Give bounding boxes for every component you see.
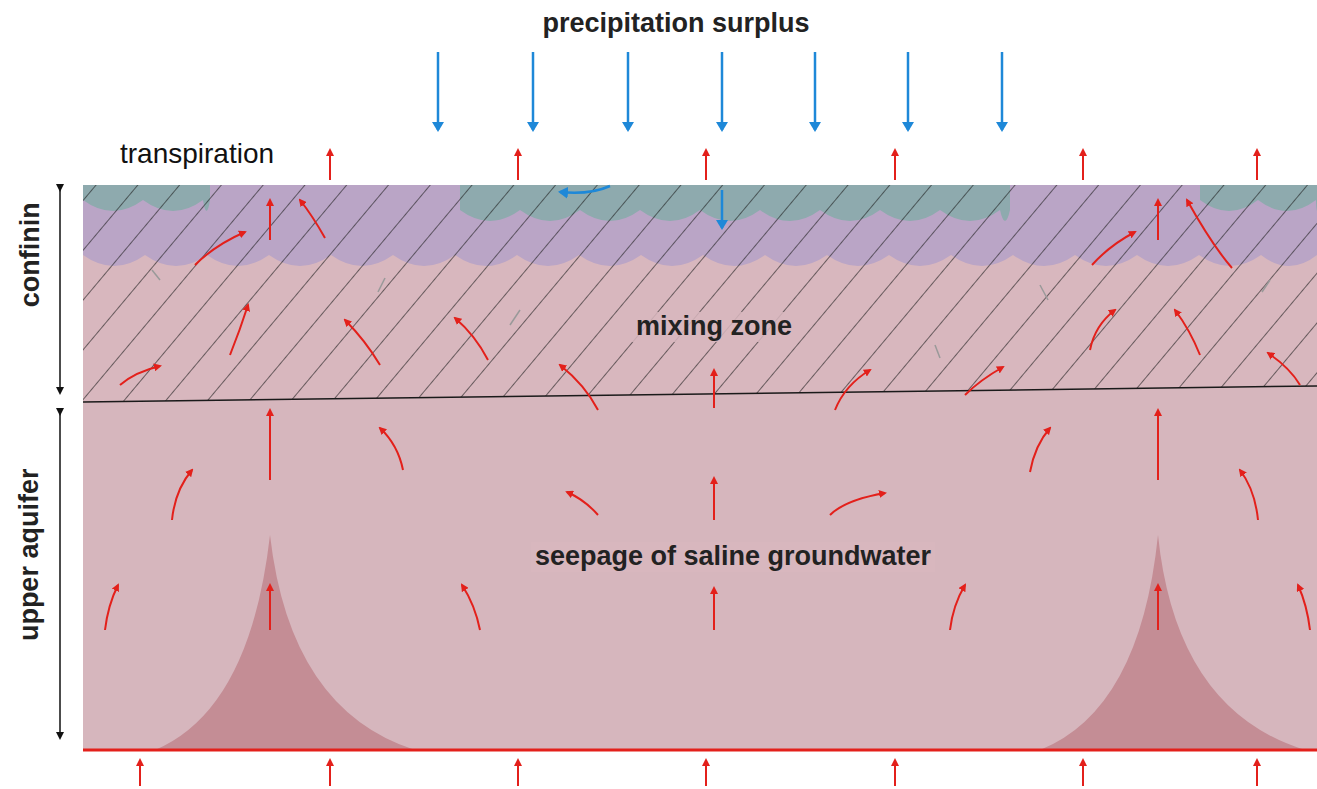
precipitation-arrow xyxy=(437,52,440,130)
aquifer-base xyxy=(83,749,1317,752)
infiltration-arrow xyxy=(560,186,610,193)
zone-label: mixing zone xyxy=(632,312,796,342)
lens-arrow xyxy=(1040,285,1048,300)
seepage-arrow xyxy=(567,492,598,515)
seepage-arrow xyxy=(560,365,598,410)
seepage-arrow xyxy=(1157,200,1159,240)
seepage-arrow xyxy=(1298,585,1310,630)
seepage-arrow xyxy=(269,410,271,480)
seepage-arrow xyxy=(950,585,965,630)
seepage-arrow xyxy=(380,428,403,470)
seepage-arrow xyxy=(1157,585,1159,630)
lens-arrow xyxy=(935,345,940,358)
process-label: seepage of saline groundwater xyxy=(531,542,935,572)
seepage-arrow xyxy=(713,370,715,408)
layer-boundary xyxy=(83,386,1317,402)
layer-label: upper aquifer xyxy=(15,469,45,642)
seepage-arrow xyxy=(1187,200,1232,268)
infiltration-arrow xyxy=(721,190,724,228)
seepage-arrow xyxy=(713,588,715,630)
transpiration-arrow xyxy=(1082,150,1084,180)
seepage-arrow xyxy=(1030,428,1050,472)
flow-arrows xyxy=(105,52,1310,786)
transpiration-arrow xyxy=(894,150,896,180)
seepage-arrow xyxy=(172,470,192,520)
upward-seepage-arrow xyxy=(517,760,519,786)
precipitation-arrow xyxy=(814,52,817,130)
upward-seepage-arrow xyxy=(705,760,707,786)
seepage-arrow xyxy=(345,320,380,365)
transpiration-arrow xyxy=(329,150,331,180)
seepage-arrow xyxy=(269,200,271,240)
precipitation-arrow xyxy=(627,52,630,130)
seepage-arrow xyxy=(120,366,160,385)
process-label: transpiration xyxy=(120,139,274,170)
transpiration-arrow xyxy=(1256,150,1258,180)
precipitation-arrow xyxy=(907,52,910,130)
seepage-arrow xyxy=(835,370,870,410)
seepage-arrow xyxy=(830,493,885,515)
saline-upconing xyxy=(1040,535,1305,750)
seepage-arrow xyxy=(1240,470,1258,520)
precipitation-arrow xyxy=(721,52,724,130)
seepage-arrow xyxy=(300,200,325,238)
seepage-arrow xyxy=(1090,310,1115,350)
precipitation-arrow xyxy=(532,52,535,130)
upward-seepage-arrow xyxy=(894,760,896,786)
upward-seepage-arrow xyxy=(1256,760,1258,786)
saline-upconing xyxy=(155,535,415,750)
seepage-arrow xyxy=(713,478,715,520)
seepage-arrow xyxy=(1175,310,1200,355)
upward-seepage-arrow xyxy=(139,760,141,786)
upward-seepage-arrow xyxy=(1082,760,1084,786)
seepage-arrow xyxy=(269,585,271,630)
seepage-arrow xyxy=(965,367,1003,395)
lens-arrow xyxy=(152,270,160,280)
transpiration-arrow xyxy=(517,150,519,180)
aquifer-band xyxy=(83,385,1317,751)
lens-arrow xyxy=(1262,280,1270,292)
lens-arrow xyxy=(378,278,385,292)
seepage-arrow xyxy=(1157,410,1159,480)
seepage-arrow xyxy=(462,585,480,630)
heading-label: precipitation surplus xyxy=(542,9,809,39)
upward-seepage-arrow xyxy=(329,760,331,786)
layer-label: confinin xyxy=(15,203,45,308)
extent-arrow xyxy=(59,414,61,738)
seepage-arrow xyxy=(455,318,488,360)
seepage-arrow xyxy=(1268,353,1300,385)
seepage-arrow xyxy=(1092,232,1135,265)
lens-arrow xyxy=(510,310,520,325)
transpiration-arrow xyxy=(705,150,707,180)
seepage-arrow xyxy=(105,585,118,630)
extent-arrow xyxy=(59,190,61,393)
precipitation-arrow xyxy=(1001,52,1004,130)
hatching xyxy=(83,185,1317,405)
seepage-arrow xyxy=(195,232,245,265)
seepage-arrow xyxy=(230,305,248,355)
